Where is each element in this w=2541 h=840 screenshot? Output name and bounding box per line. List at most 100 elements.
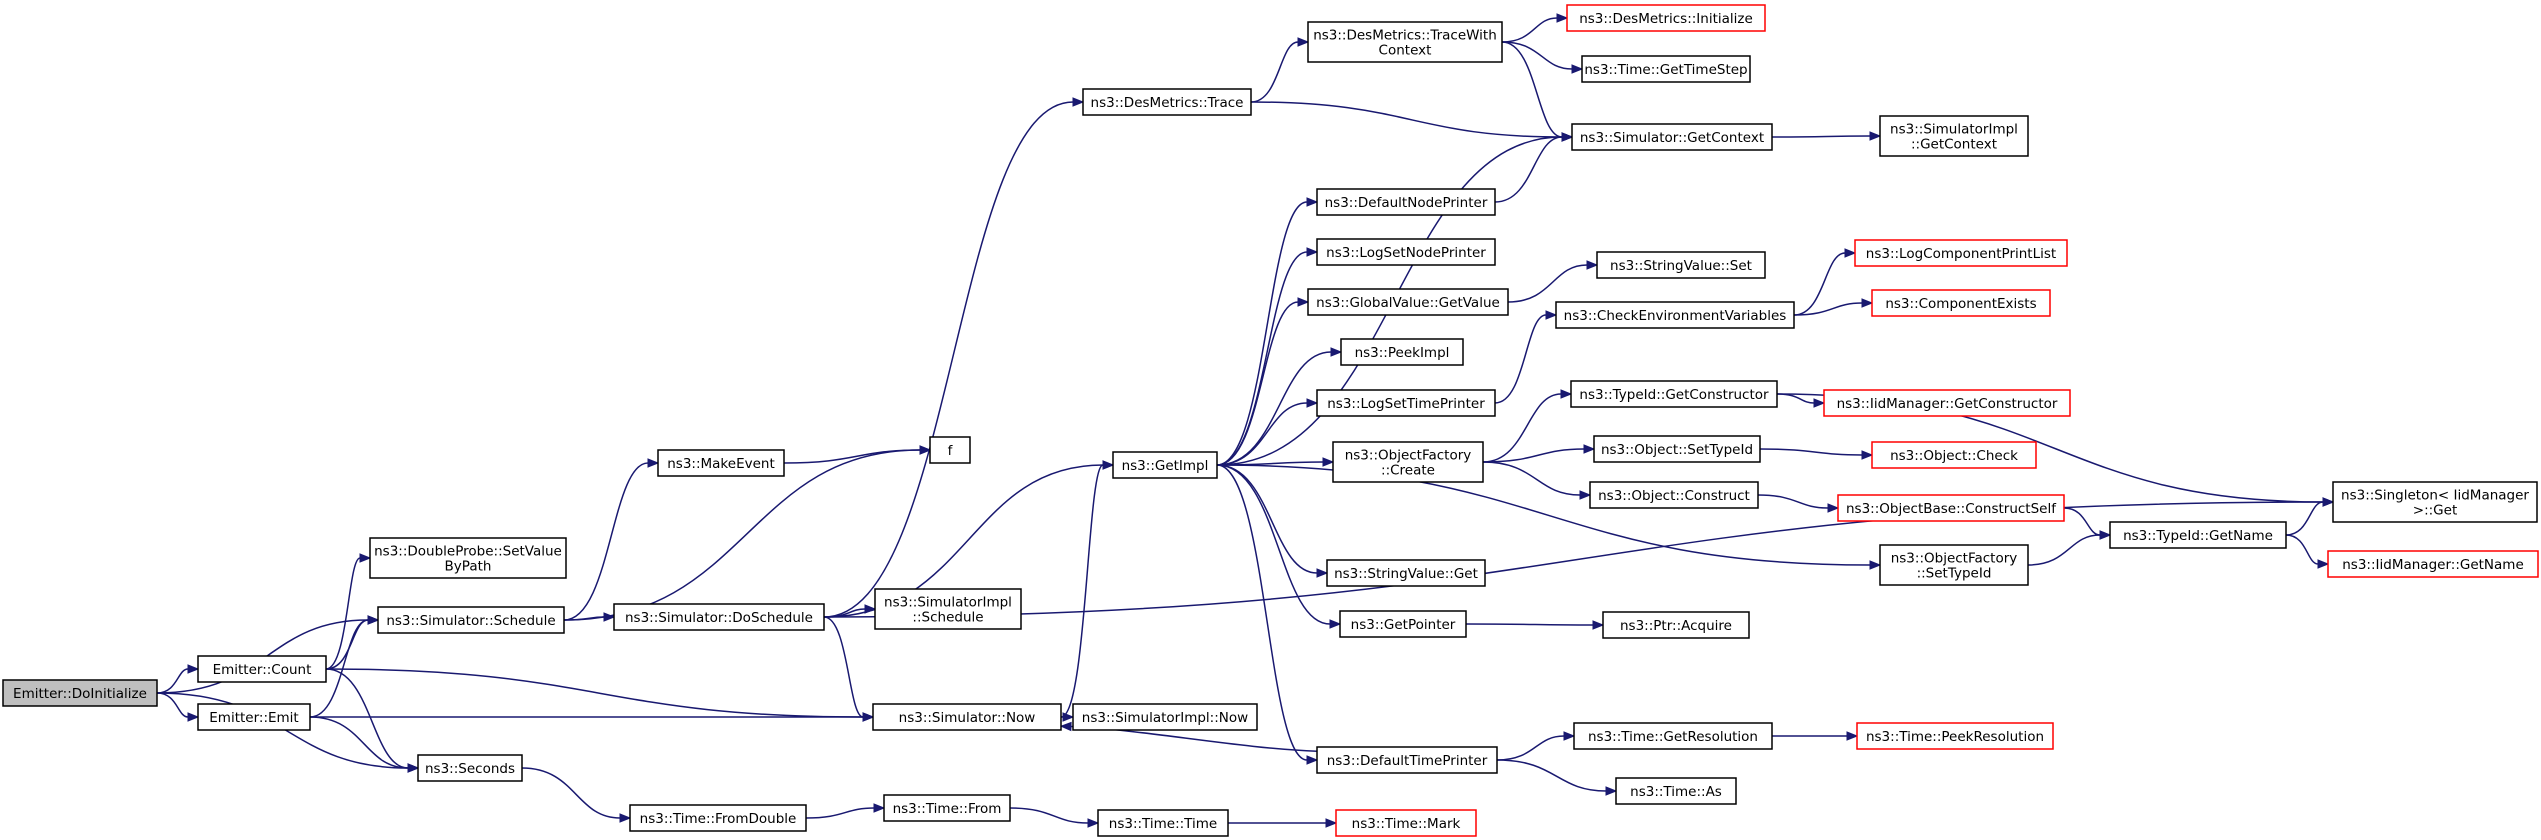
edge-line (2285, 501, 2324, 536)
node-label: ns3::DefaultNodePrinter (1325, 195, 1488, 211)
node-f[interactable]: f (929, 436, 971, 464)
node-tas[interactable]: ns3::Time::As (1615, 777, 1737, 805)
call-edge-now-to-getimpl (1060, 460, 1115, 718)
node-label: ns3::Simulator::Schedule (386, 613, 555, 629)
call-edge-count-to-now (325, 668, 875, 722)
node-lcpl[interactable]: ns3::LogComponentPrintList (1854, 239, 2068, 267)
node-tgts[interactable]: ns3::Time::GetTimeStep (1581, 55, 1751, 83)
edge-line (1216, 402, 1308, 466)
call-edges (156, 13, 2335, 828)
node-gvgv[interactable]: ns3::GlobalValue::GetValue (1307, 288, 1509, 316)
node-iidgc[interactable]: ns3::IidManager::GetConstructor (1823, 389, 2071, 417)
call-edge-emit-to-seconds (309, 716, 420, 773)
node-label: ns3::Time::FromDouble (640, 811, 797, 827)
edge-line (1482, 461, 1581, 496)
edge-line (823, 501, 2324, 618)
node-box (1596, 251, 1766, 279)
call-edge-ofcreate-to-tidgc (1482, 389, 1573, 463)
node-tidgc[interactable]: ns3::TypeId::GetConstructor (1570, 380, 1778, 408)
node-label: ns3::SimulatorImpl (884, 595, 1012, 611)
arrowhead-icon (187, 712, 200, 722)
edge-line (1060, 464, 1104, 718)
edge-line (1216, 301, 1299, 466)
node-tmark[interactable]: ns3::Time::Mark (1335, 809, 1477, 837)
edge-line (325, 557, 361, 670)
edge-line (156, 692, 189, 718)
node-label: ns3::Object::Construct (1598, 488, 1750, 504)
node-ptracq[interactable]: ns3::Ptr::Acquire (1602, 611, 1750, 639)
edge-line (1496, 735, 1565, 761)
node-sched[interactable]: ns3::Simulator::Schedule (377, 606, 565, 634)
node-tfrom[interactable]: ns3::Time::From (883, 794, 1011, 822)
node-objstid[interactable]: ns3::Object::SetTypeId (1593, 435, 1761, 463)
call-edge-getimpl-to-dnp (1216, 197, 1319, 466)
edge-line (1507, 264, 1588, 303)
node-tgetres[interactable]: ns3::Time::GetResolution (1573, 722, 1773, 750)
node-iidgn[interactable]: ns3::IidManager::GetName (2327, 550, 2539, 578)
node-simImplCtx[interactable]: ns3::SimulatorImpl::GetContext (1879, 115, 2029, 157)
node-box (1615, 777, 1737, 805)
arrowhead-icon (1072, 97, 1085, 107)
node-count[interactable]: Emitter::Count (197, 655, 327, 683)
node-svset[interactable]: ns3::StringValue::Set (1596, 251, 1766, 279)
call-edge-dosch-to-singleton (823, 497, 2335, 618)
node-label: ns3::DefaultTimePrinter (1327, 753, 1488, 769)
node-simctx[interactable]: ns3::Simulator::GetContext (1571, 123, 1773, 151)
node-svget[interactable]: ns3::StringValue::Get (1326, 559, 1486, 587)
node-objcons[interactable]: ns3::Object::Construct (1589, 481, 1759, 509)
node-mkevt[interactable]: ns3::MakeEvent (657, 449, 785, 477)
node-lsnp[interactable]: ns3::LogSetNodePrinter (1316, 238, 1496, 266)
node-seconds[interactable]: ns3::Seconds (417, 754, 523, 782)
node-box (929, 436, 971, 464)
node-obcs[interactable]: ns3::ObjectBase::ConstructSelf (1837, 494, 2065, 522)
node-getptr[interactable]: ns3::GetPointer (1339, 610, 1467, 638)
node-ttime[interactable]: ns3::Time::Time (1097, 809, 1229, 837)
node-box (1307, 288, 1509, 316)
node-label: ns3::Ptr::Acquire (1620, 618, 1732, 634)
node-siNow[interactable]: ns3::SimulatorImpl::Now (1072, 703, 1258, 731)
arrowhead-icon (1059, 721, 1072, 732)
arrowhead-icon (1571, 64, 1584, 74)
call-edge-ofsettid-to-tidgn (2027, 530, 2112, 566)
node-tpeekres[interactable]: ns3::Time::PeekResolution (1856, 722, 2054, 750)
node-singleton[interactable]: ns3::Singleton< IidManager >::Get (2332, 481, 2538, 523)
node-dminit[interactable]: ns3::DesMetrics::Initialize (1566, 4, 1766, 32)
node-box (1307, 21, 1503, 63)
node-box (1072, 703, 1258, 731)
edge-line (563, 462, 649, 621)
node-box (1316, 188, 1496, 216)
node-lstp[interactable]: ns3::LogSetTimePrinter (1316, 389, 1496, 417)
node-dmtrace[interactable]: ns3::DesMetrics::Trace (1082, 88, 1252, 116)
node-now[interactable]: ns3::Simulator::Now (872, 703, 1062, 731)
node-emit[interactable]: Emitter::Emit (197, 703, 311, 731)
node-dnp[interactable]: ns3::DefaultNodePrinter (1316, 188, 1496, 216)
call-edge-ofcreate-to-objcons (1482, 461, 1592, 500)
node-dosch[interactable]: ns3::Simulator::DoSchedule (613, 603, 825, 631)
edge-line (1776, 393, 1815, 404)
node-box (1593, 435, 1761, 463)
node-box (2, 679, 158, 707)
node-dtp[interactable]: ns3::DefaultTimePrinter (1316, 746, 1498, 774)
node-compex[interactable]: ns3::ComponentExists (1871, 289, 2051, 317)
call-edge-getimpl-to-getptr (1216, 464, 1342, 629)
node-tidgn[interactable]: ns3::TypeId::GetName (2109, 521, 2287, 549)
node-box (1566, 4, 1766, 32)
node-objcheck[interactable]: ns3::Object::Check (1871, 441, 2037, 469)
node-ofcreate[interactable]: ns3::ObjectFactory::Create (1332, 441, 1484, 483)
call-edge-dtp-to-tgetres (1496, 731, 1576, 761)
node-label: ns3::ObjectFactory (1891, 551, 2018, 567)
arrowhead-icon (603, 612, 616, 622)
arrowhead-icon (1316, 568, 1329, 578)
node-getimpl[interactable]: ns3::GetImpl (1112, 451, 1218, 479)
edge-line (1501, 41, 1573, 70)
node-peek[interactable]: ns3::PeekImpl (1340, 338, 1464, 366)
node-ofsettid[interactable]: ns3::ObjectFactory::SetTypeId (1879, 544, 2029, 586)
node-label: ns3::Time::As (1630, 784, 1722, 800)
node-fromdbl[interactable]: ns3::Time::FromDouble (629, 804, 807, 832)
node-cev[interactable]: ns3::CheckEnvironmentVariables (1555, 301, 1795, 329)
call-edge-count-to-dpsv (325, 553, 372, 670)
node-siSched[interactable]: ns3::SimulatorImpl::Schedule (874, 588, 1022, 630)
